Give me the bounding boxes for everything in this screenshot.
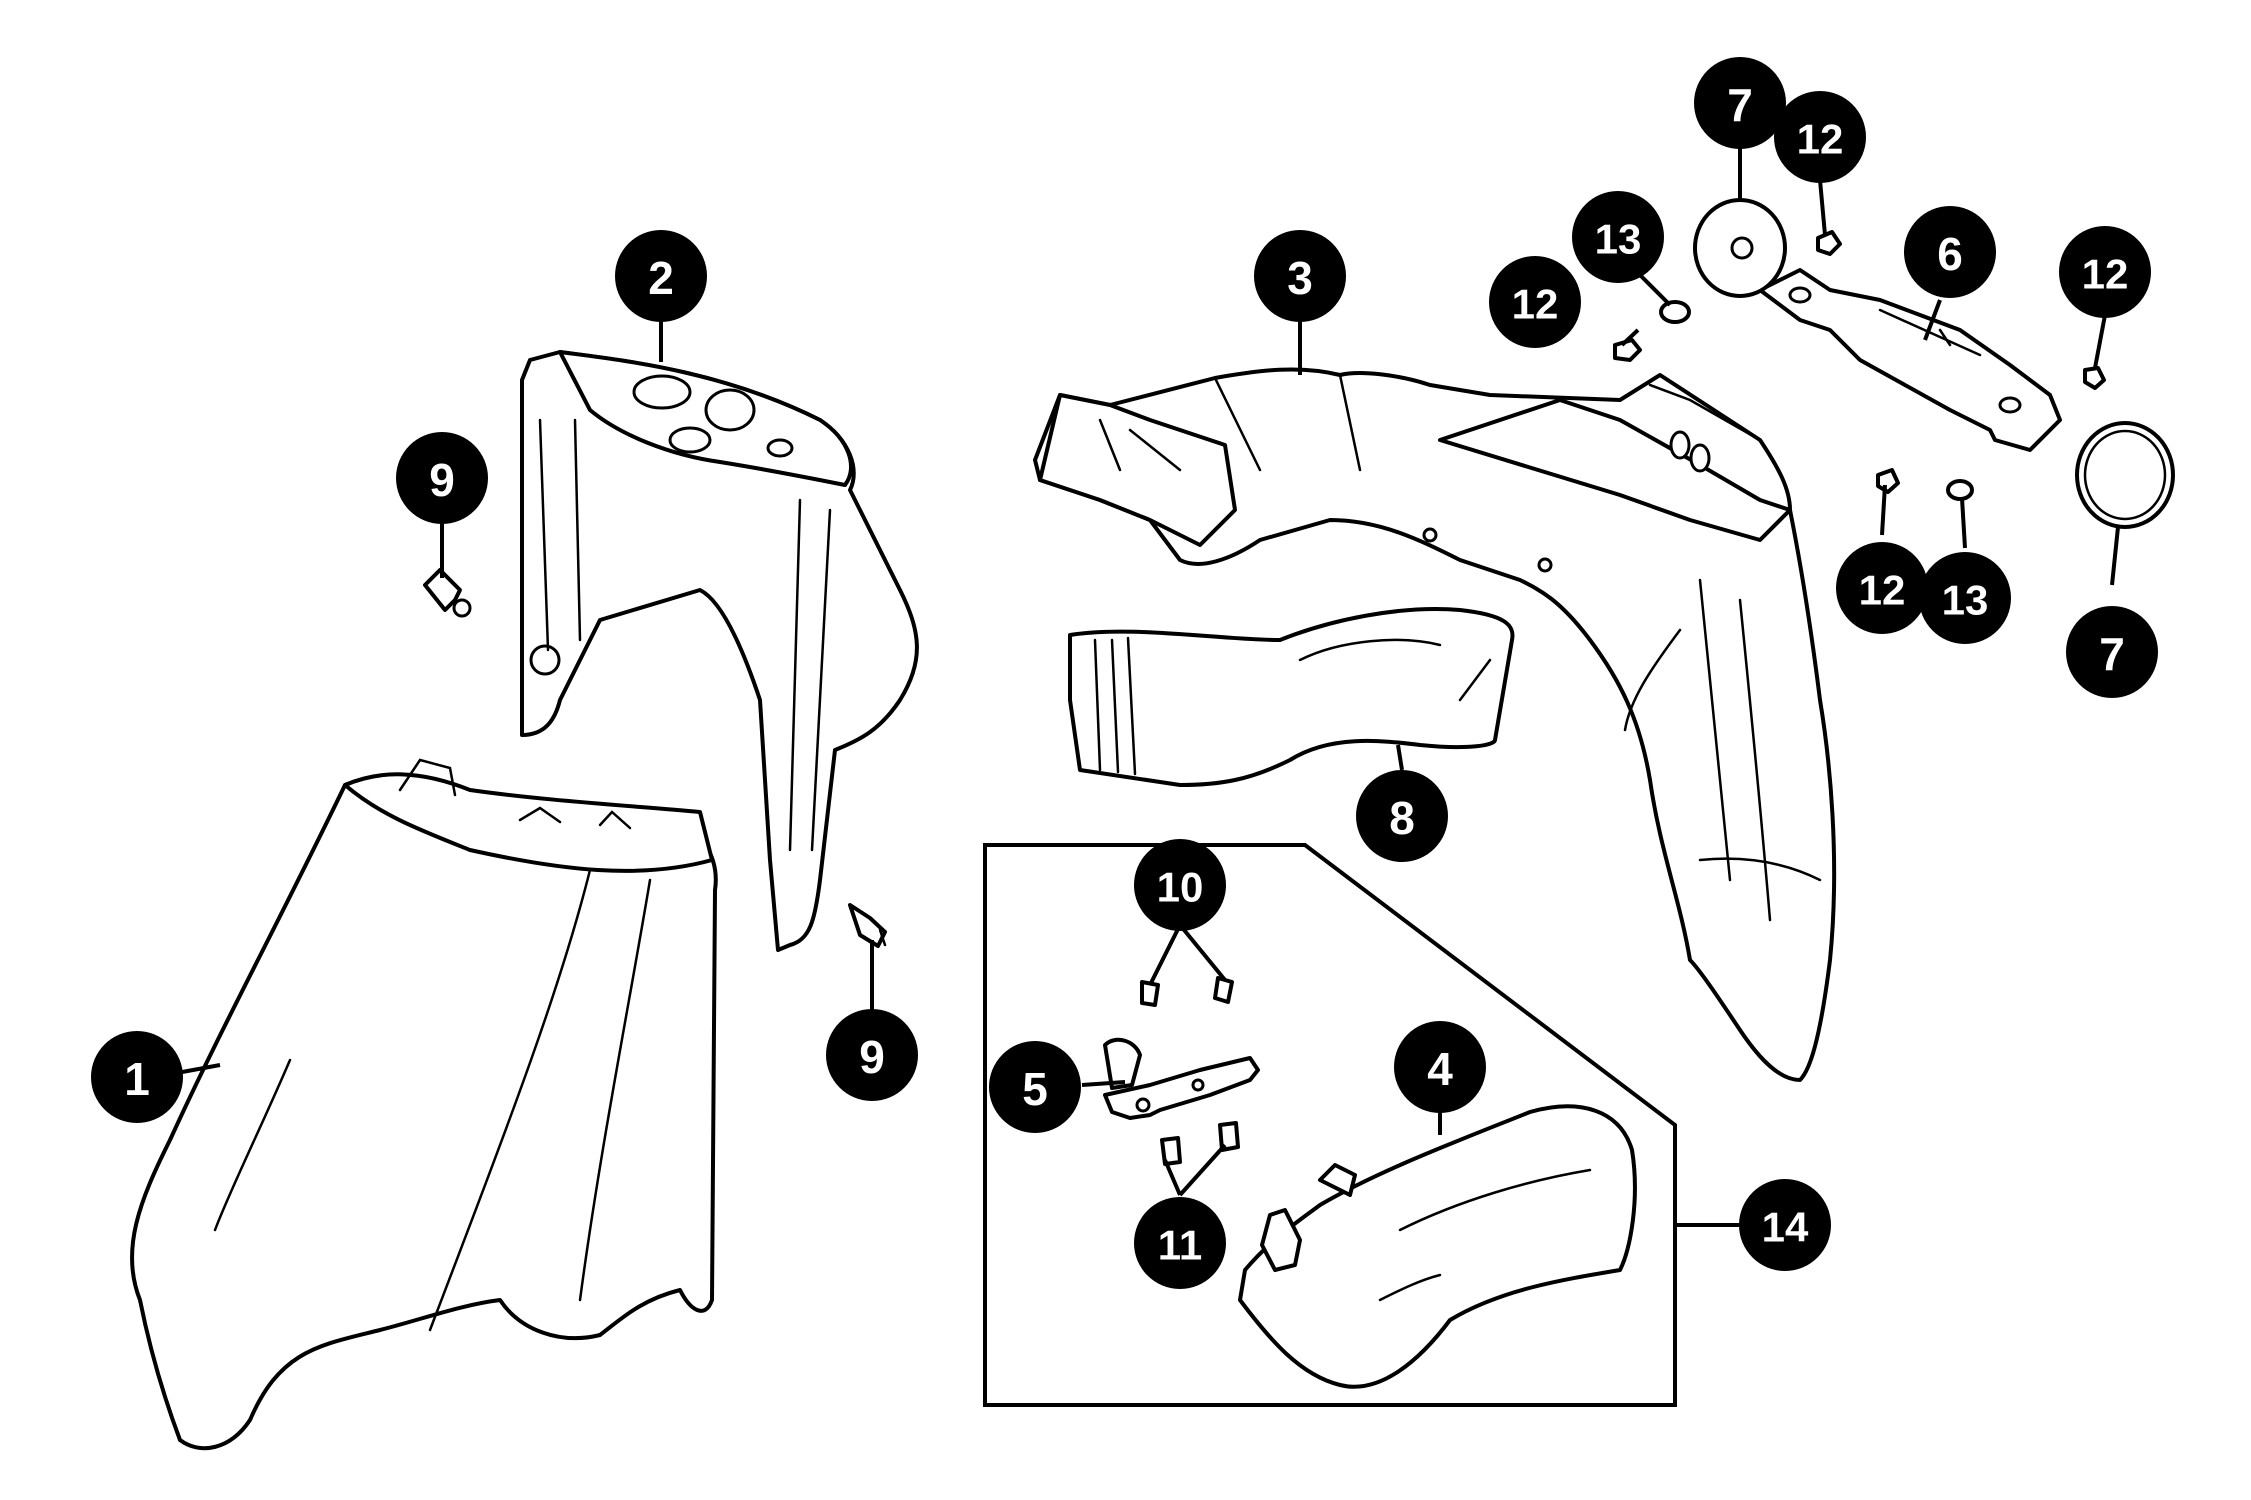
- part-small-bracket: [1103, 1037, 1260, 1120]
- callout-label-9-upper: 9: [429, 454, 455, 506]
- callout-label-12-b: 12: [1512, 281, 1559, 328]
- callout-label-14: 14: [1762, 1204, 1809, 1251]
- callout-badge-10: 10: [1134, 839, 1226, 931]
- callout-badge-12-b: 12: [1489, 256, 1581, 348]
- callout-badge-7-lower: 7: [2066, 606, 2158, 698]
- callout-badge-11: 11: [1134, 1197, 1226, 1289]
- callout-badge-5: 5: [989, 1041, 1081, 1133]
- part-nut-a: [1613, 338, 1642, 362]
- callout-badge-12-c: 12: [2059, 226, 2151, 318]
- callout-label-6: 6: [1937, 228, 1963, 280]
- callout-label-11: 11: [1158, 1222, 1202, 1269]
- callout-badge-2: 2: [615, 230, 707, 322]
- callout-label-3: 3: [1287, 252, 1313, 304]
- part-washer-a: [1659, 300, 1691, 324]
- part-bolt-upper: [423, 568, 472, 618]
- callout-label-12-c: 12: [2082, 251, 2129, 298]
- callout-badge-4: 4: [1394, 1021, 1486, 1113]
- callout-label-1: 1: [124, 1053, 150, 1105]
- callout-badge-13-b: 13: [1919, 552, 2011, 644]
- callout-badge-9-lower: 9: [826, 1009, 918, 1101]
- part-clips: [1140, 976, 1234, 1007]
- part-washer-b: [1946, 479, 1974, 501]
- callout-badge-3: 3: [1254, 230, 1346, 322]
- part-rear-subframe: [1033, 367, 1837, 1082]
- part-reflector-lower: [2075, 421, 2175, 529]
- part-air-duct: [1068, 607, 1515, 787]
- callout-label-13-a: 13: [1595, 216, 1642, 263]
- callout-label-13-b: 13: [1942, 577, 1989, 624]
- callout-badge-13-a: 13: [1572, 191, 1664, 283]
- callout-label-10: 10: [1157, 864, 1204, 911]
- callout-badge-14: 14: [1739, 1179, 1831, 1271]
- callout-badge-8: 8: [1356, 770, 1448, 862]
- callout-badge-6: 6: [1904, 206, 1996, 298]
- part-front-fender: [129, 758, 718, 1451]
- callout-label-5: 5: [1022, 1063, 1048, 1115]
- callout-label-8: 8: [1389, 792, 1415, 844]
- part-front-bracket: [520, 350, 919, 952]
- part-nut-d: [1876, 468, 1900, 494]
- callout-badge-12-d: 12: [1836, 542, 1928, 634]
- part-plate-bracket: [1758, 268, 2062, 452]
- callout-badge-9-upper: 9: [396, 432, 488, 524]
- leader-lines: [165, 145, 2120, 1227]
- inset-frame: [983, 843, 1677, 1407]
- part-reflector-upper: [1693, 198, 1787, 298]
- part-bolt-lower: [848, 903, 887, 948]
- part-nut-b: [1816, 230, 1842, 256]
- callout-label-7-lower: 7: [2099, 628, 2125, 680]
- callout-label-9-lower: 9: [859, 1031, 885, 1083]
- part-rear-hugger: [1238, 1104, 1637, 1389]
- callout-badge-1: 1: [91, 1031, 183, 1123]
- callout-label-12-d: 12: [1859, 567, 1906, 614]
- part-spring-clips: [1160, 1121, 1240, 1166]
- part-nut-c: [2083, 366, 2106, 390]
- callout-label-4: 4: [1427, 1043, 1453, 1095]
- callout-badge-12-a: 12: [1774, 91, 1866, 183]
- callout-label-7-upper: 7: [1727, 79, 1753, 131]
- callout-label-12-a: 12: [1797, 116, 1844, 163]
- callout-label-2: 2: [648, 252, 674, 304]
- callout-badge-7-upper: 7: [1694, 57, 1786, 149]
